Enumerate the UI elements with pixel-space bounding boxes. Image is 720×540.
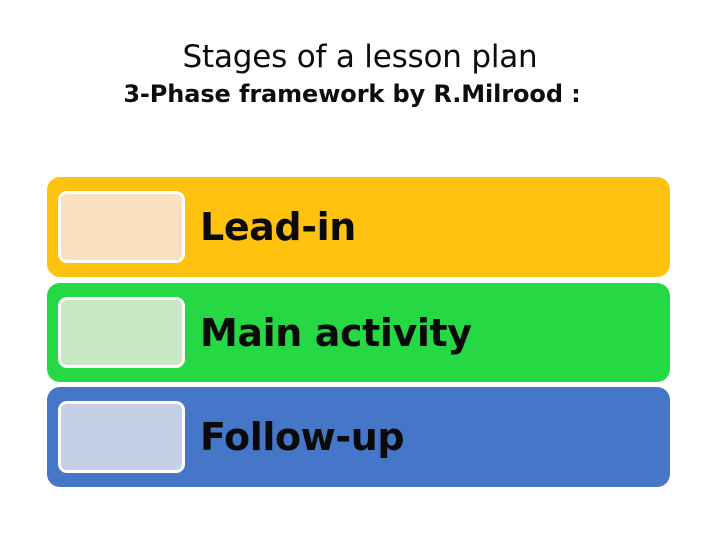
stage-bar-main-activity[interactable]: Main activity [47,283,670,382]
stage-bar-lead-in[interactable]: Lead-in [47,177,670,277]
stage-swatch-lead-in [58,191,185,263]
stage-swatch-main-activity [58,297,185,368]
stage-bar-follow-up[interactable]: Follow-up [47,387,670,487]
stage-swatch-follow-up [58,401,185,473]
page-title: Stages of a lesson plan [182,39,538,75]
page-subtitle: 3-Phase framework by R.Milrood : [123,80,581,108]
stage-label-main-activity: Main activity [200,310,472,355]
stage-label-lead-in: Lead-in [200,205,356,249]
stage-label-follow-up: Follow-up [200,415,405,459]
slide-title-block: Stages of a lesson plan 3-Phase framewor… [0,38,720,110]
